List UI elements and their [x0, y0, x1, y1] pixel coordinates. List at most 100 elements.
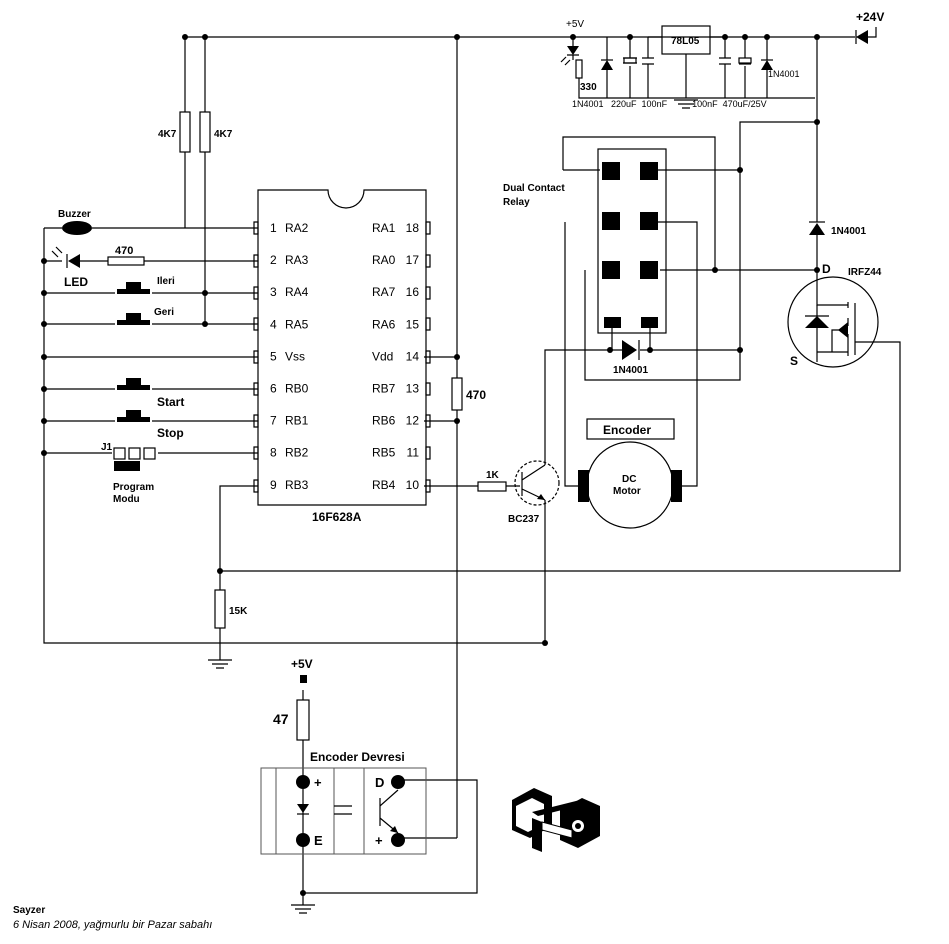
encoder-plus-left-label: + — [314, 775, 322, 790]
ic-pin-name: RB4 — [372, 478, 396, 492]
encoder-box-label: Encoder — [603, 423, 651, 437]
diode-1n4001-input-icon — [601, 37, 613, 98]
ic-pin-number: 14 — [406, 349, 420, 363]
encoder-box — [586, 418, 675, 440]
led-icon — [51, 246, 80, 268]
ic-part-number: 16F628A — [312, 510, 362, 524]
ic-pin-name: RA4 — [285, 285, 309, 299]
resistor-47-label: 47 — [273, 711, 289, 727]
resistor-470-led-label: 470 — [115, 245, 133, 257]
ic-pin-number: 6 — [270, 382, 277, 396]
optical-encoder-illustration-icon — [512, 788, 600, 852]
power-led-icon — [560, 37, 579, 66]
drain-label: D — [822, 262, 831, 276]
program-modu-label-1: Program — [113, 482, 154, 493]
resistor-1k-label: 1K — [486, 470, 500, 481]
resistor-4k7-a-label: 4K7 — [158, 129, 177, 140]
ic-pin-name: RB0 — [285, 382, 309, 396]
resistor-330 — [575, 59, 583, 79]
ic-pin-name: RB3 — [285, 478, 309, 492]
jumper-j1-label: J1 — [101, 442, 113, 453]
encoder-plus-right-label: + — [375, 833, 383, 848]
resistor-330-label: 330 — [580, 82, 597, 93]
capacitor-470uf-icon — [738, 37, 752, 98]
ic-pin-name: RB5 — [372, 446, 396, 460]
pushbutton-start — [117, 378, 150, 390]
junction-dots — [41, 34, 820, 896]
mosfet-label: IRFZ44 — [848, 267, 882, 278]
led-label: LED — [64, 275, 88, 289]
resistor-15k — [214, 589, 226, 629]
ic-pin-number: 16 — [406, 285, 420, 299]
ic-pin-number: 2 — [270, 253, 277, 267]
ic-pin-number: 12 — [406, 414, 420, 428]
ic-pin-stubs — [253, 221, 431, 493]
ic-pin-name: RB1 — [285, 414, 309, 428]
resistor-4k7-b-label: 4K7 — [214, 129, 233, 140]
encoder-circuit-box — [260, 767, 427, 855]
capacitor-100nf-a-icon — [642, 37, 654, 98]
ic-pin-number: 18 — [406, 221, 420, 235]
mosfet-irfz44-icon — [787, 276, 879, 368]
pushbutton-geri-label: Geri — [154, 307, 174, 318]
resistor-470-vdd-label: 470 — [466, 388, 486, 402]
ground-icon-regulator — [674, 99, 698, 109]
date-label: 6 Nisan 2008, yağmurlu bir Pazar sabahı — [13, 919, 212, 931]
ic-pin-number: 7 — [270, 414, 277, 428]
ic-pin-name: RA7 — [372, 285, 396, 299]
capacitor-100nf-b-icon — [719, 37, 731, 98]
ic-pin-number: 13 — [406, 382, 420, 396]
resistor-4k7-a — [179, 111, 191, 153]
relay-diode-icon — [622, 340, 640, 360]
resistor-470-led — [107, 256, 145, 266]
resistor-4k7-b — [199, 111, 211, 153]
buzzer-icon — [62, 221, 92, 235]
encoder-e-label: E — [314, 833, 323, 848]
capacitor-220uf-icon — [623, 37, 637, 98]
dc-motor-label-2: Motor — [613, 486, 641, 497]
vcc-24v-label: +24V — [856, 10, 884, 24]
ic-pin-name: RB6 — [372, 414, 396, 428]
diode-1n4001-output-label: 1N4001 — [768, 69, 800, 79]
ic-pin-name: RA1 — [372, 221, 396, 235]
ic-pin-name: RA0 — [372, 253, 396, 267]
ic-pin-number: 4 — [270, 317, 277, 331]
pushbutton-start-label: Start — [157, 395, 184, 409]
ic-pin-number: 5 — [270, 349, 277, 363]
pushbutton-stop-label: Stop — [157, 426, 184, 440]
dc-motor-icon — [578, 441, 682, 529]
relay-label-1: Dual Contact — [503, 183, 565, 194]
vcc-5v-top-label: +5V — [566, 19, 584, 30]
resistor-47 — [296, 699, 310, 741]
ic-pin-number: 1 — [270, 221, 277, 235]
regulator-78l05-label: 78L05 — [671, 36, 700, 47]
source-label: S — [790, 354, 798, 368]
diode-1n4001-output-icon — [761, 37, 773, 98]
supply-components-labels: 1N4001 220uF 100nF 100nF 470uF/25V — [572, 99, 767, 109]
pushbutton-ileri-label: Ileri — [157, 276, 175, 287]
ic-pin-number: 9 — [270, 478, 277, 492]
input-diode-24v-icon — [855, 27, 877, 44]
encoder-circuit-title: Encoder Devresi — [310, 750, 405, 764]
ic-pin-name: RA5 — [285, 317, 309, 331]
dc-motor-label-1: DC — [622, 474, 636, 485]
ic-pin-number: 11 — [407, 446, 420, 460]
resistor-1k — [477, 481, 507, 492]
ic-pin-name: RB7 — [372, 382, 396, 396]
drain-diode-icon — [809, 221, 825, 235]
ic-pin-name: RA2 — [285, 221, 309, 235]
ic-pin-number: 15 — [406, 317, 420, 331]
ic-pin-number: 10 — [406, 478, 420, 492]
ic-pin-name: RA3 — [285, 253, 309, 267]
buzzer-label: Buzzer — [58, 209, 91, 220]
ground-icon-left — [208, 659, 232, 669]
ic-pin-name: RB2 — [285, 446, 309, 460]
encoder-d-label: D — [375, 775, 384, 790]
relay-icon — [597, 148, 667, 350]
resistor-15k-label: 15K — [229, 606, 248, 617]
encoder-vcc-terminal — [300, 675, 307, 683]
